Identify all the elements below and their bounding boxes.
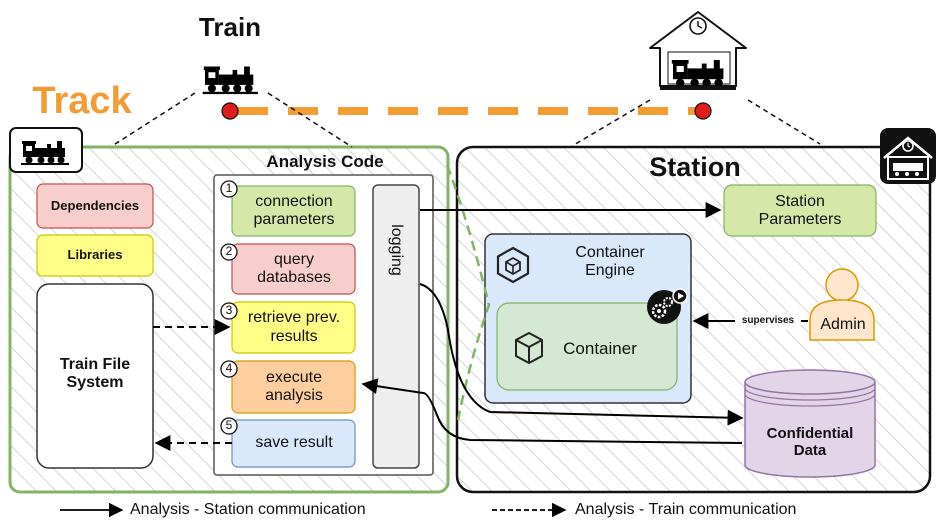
libraries-label: Libraries bbox=[67, 247, 123, 263]
station-title: Station bbox=[649, 152, 741, 183]
container-cube-icon bbox=[515, 331, 543, 365]
step-5-label: save result bbox=[255, 434, 333, 452]
step-1-label: connection parameters bbox=[253, 192, 335, 228]
station-badge-house-icon bbox=[883, 136, 933, 180]
legend-solid-label: Analysis - Station communication bbox=[130, 500, 366, 518]
supervises-label: supervises bbox=[735, 312, 801, 330]
confidential-data-label: Confidential Data bbox=[766, 424, 854, 459]
query-to-confidential-data-line bbox=[419, 283, 744, 426]
container-box bbox=[496, 302, 678, 391]
container-engine-label: Container Engine bbox=[575, 243, 645, 279]
step-2-label: query databases bbox=[257, 250, 331, 286]
step-4-number: 4 bbox=[225, 361, 233, 376]
step-3-label: retrieve prev. results bbox=[247, 309, 341, 345]
step-4-label: execute analysis bbox=[265, 368, 323, 404]
station-position-dot bbox=[694, 102, 712, 120]
step-4-box bbox=[231, 360, 356, 414]
step-3-box bbox=[231, 301, 356, 354]
confidential-data-to-execute-line bbox=[361, 378, 743, 444]
step-number-badges bbox=[220, 180, 238, 435]
container-engine-icon bbox=[496, 246, 530, 284]
step-1-number: 1 bbox=[225, 181, 233, 196]
projection-lines bbox=[111, 92, 821, 148]
confidential-data-cylinder bbox=[744, 369, 876, 478]
train-title: Train bbox=[198, 12, 262, 43]
step-1-box bbox=[231, 185, 356, 237]
logging-label: logging bbox=[388, 224, 406, 276]
step-2-box bbox=[231, 243, 356, 295]
logging-bar bbox=[372, 184, 420, 469]
track-title: Track bbox=[32, 80, 132, 123]
admin-label: Admin bbox=[820, 315, 866, 333]
step-5-number: 5 bbox=[225, 418, 233, 433]
station-parameters-label: Station Parameters bbox=[758, 192, 842, 228]
station-house-icon bbox=[649, 11, 747, 90]
train-file-system-label: Train File System bbox=[59, 355, 131, 391]
station-parameters-box bbox=[723, 184, 877, 237]
dependencies-box bbox=[36, 183, 154, 229]
track-station-boundary-dashed bbox=[445, 164, 491, 421]
gears-play-icon bbox=[647, 288, 688, 324]
step-2-number: 2 bbox=[225, 244, 233, 259]
admin-person-icon bbox=[809, 268, 875, 341]
train-file-system-box bbox=[36, 283, 154, 469]
libraries-box bbox=[36, 234, 154, 277]
analysis-code-title: Analysis Code bbox=[266, 152, 384, 172]
container-label: Container bbox=[563, 339, 637, 359]
train-position-dot bbox=[221, 102, 239, 120]
train-locomotive-icon bbox=[202, 66, 258, 95]
legend-dashed-label: Analysis - Train communication bbox=[575, 500, 797, 518]
step-3-number: 3 bbox=[225, 303, 233, 318]
dependencies-label: Dependencies bbox=[50, 197, 140, 213]
